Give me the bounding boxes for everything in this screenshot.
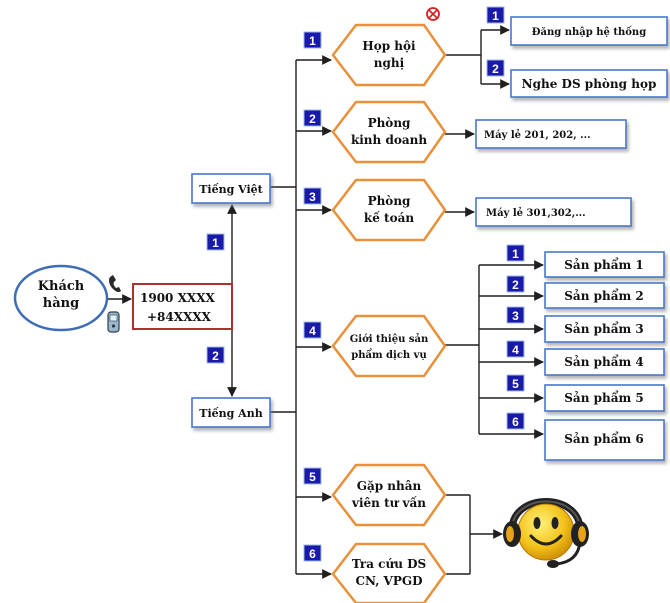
- svg-text:2: 2: [309, 112, 316, 126]
- menu-option-accounting: Phòng kế toán: [331, 178, 447, 242]
- svg-text:Đăng nhập hệ thống: Đăng nhập hệ thống: [532, 26, 646, 38]
- hotline-number-1: 1900 XXXX: [140, 291, 216, 305]
- svg-text:1: 1: [492, 9, 499, 23]
- svg-text:6: 6: [512, 415, 519, 429]
- svg-text:Máy lẻ 301,302,...: Máy lẻ 301,302,...: [486, 208, 586, 219]
- svg-text:Tra cứu DS: Tra cứu DS: [352, 557, 426, 571]
- svg-text:phẩm dịch vụ: phẩm dịch vụ: [351, 349, 427, 361]
- phone-icon: [109, 275, 121, 293]
- language-badge-1: 1: [206, 233, 225, 251]
- svg-text:kế toán: kế toán: [364, 210, 414, 225]
- svg-text:Sản phẩm 3: Sản phẩm 3: [564, 321, 643, 336]
- svg-text:Sản phẩm 6: Sản phẩm 6: [564, 431, 643, 446]
- svg-text:Gặp nhân: Gặp nhân: [357, 479, 422, 493]
- menu-badge-2: 2: [303, 109, 322, 127]
- svg-text:Nghe DS phòng họp: Nghe DS phòng họp: [522, 77, 657, 91]
- menu-option-branch-lookup: Tra cứu DS CN, VPGD: [331, 542, 447, 603]
- svg-text:1: 1: [309, 34, 316, 48]
- svg-text:kinh doanh: kinh doanh: [351, 133, 427, 147]
- menu-badge-5: 5: [303, 467, 322, 485]
- svg-text:viên tư vấn: viên tư vấn: [351, 495, 426, 510]
- product-1-box: Sản phẩm 1: [544, 251, 665, 278]
- svg-text:6: 6: [309, 547, 316, 561]
- svg-text:4: 4: [512, 343, 519, 357]
- svg-text:Phòng: Phòng: [368, 194, 411, 208]
- menu-badge-3: 3: [303, 187, 322, 205]
- svg-text:CN, VPGD: CN, VPGD: [355, 574, 422, 588]
- language-badge-2: 2: [206, 346, 225, 364]
- menu-option-meeting: Họp hội nghị: [331, 23, 447, 87]
- svg-text:2: 2: [492, 62, 499, 76]
- product-5-box: Sản phẩm 5: [544, 384, 665, 412]
- customer-label-line2: hàng: [43, 296, 79, 311]
- svg-text:Sản phẩm 1: Sản phẩm 1: [564, 257, 643, 272]
- menu-badges: 1 2 3 4 5 6: [303, 31, 322, 562]
- customer-node: Khách hàng: [13, 264, 109, 332]
- red-mark-icon: [426, 7, 440, 21]
- svg-text:5: 5: [309, 470, 316, 484]
- svg-text:Sản phẩm 4: Sản phẩm 4: [564, 354, 643, 369]
- meeting-option-2: 2 Nghe DS phòng họp: [486, 59, 668, 98]
- svg-text:1: 1: [212, 236, 219, 250]
- svg-text:2: 2: [512, 278, 519, 292]
- product-badge-5: 5: [506, 374, 525, 392]
- svg-text:nghị: nghị: [374, 56, 405, 70]
- language-english-label: Tiếng Anh: [199, 407, 262, 420]
- product-2-box: Sản phẩm 2: [544, 282, 665, 309]
- hotline-number-2: +84XXXX: [147, 310, 212, 324]
- svg-text:1: 1: [512, 247, 519, 261]
- product-badge-3: 3: [506, 306, 525, 324]
- menu-option-products: Giới thiệu sản phẩm dịch vụ: [331, 314, 447, 378]
- menu-badge-6: 6: [303, 544, 322, 562]
- accounting-extension-box: Máy lẻ 301,302,...: [475, 197, 632, 227]
- connector-lines: [107, 25, 544, 579]
- svg-text:5: 5: [512, 377, 519, 391]
- product-badge-4: 4: [506, 340, 525, 358]
- product-6-box: Sản phẩm 6: [544, 419, 665, 461]
- svg-text:4: 4: [309, 324, 316, 338]
- svg-text:Máy lẻ 201, 202, ...: Máy lẻ 201, 202, ...: [484, 130, 591, 141]
- sales-extension-box: Máy lẻ 201, 202, ...: [475, 119, 627, 149]
- svg-text:2: 2: [212, 349, 219, 363]
- product-3-box: Sản phẩm 3: [544, 315, 665, 343]
- product-badge-6: 6: [506, 412, 525, 430]
- svg-text:Sản phẩm 5: Sản phẩm 5: [564, 390, 643, 405]
- menu-badge-1: 1: [303, 31, 322, 49]
- menu-badge-4: 4: [303, 321, 322, 339]
- menu-option-sales: Phòng kinh doanh: [331, 100, 447, 164]
- meeting-option-1: 1 Đăng nhập hệ thống: [486, 6, 668, 46]
- language-english-box: Tiếng Anh: [191, 397, 271, 428]
- language-vietnamese-label: Tiếng Việt: [199, 183, 263, 196]
- mobile-phone-icon: [107, 311, 120, 333]
- svg-text:3: 3: [512, 309, 519, 323]
- product-4-box: Sản phẩm 4: [544, 348, 665, 376]
- svg-text:Phòng: Phòng: [368, 116, 411, 130]
- product-badge-2: 2: [506, 275, 525, 293]
- customer-label-line1: Khách: [38, 279, 85, 294]
- product-badge-1: 1: [506, 244, 525, 262]
- svg-text:Giới thiệu sản: Giới thiệu sản: [350, 334, 429, 345]
- svg-text:Sản phẩm 2: Sản phẩm 2: [564, 288, 643, 303]
- svg-text:Họp hội: Họp hội: [362, 39, 416, 53]
- language-vietnamese-box: Tiếng Việt: [191, 173, 271, 204]
- menu-option-consultant: Gặp nhân viên tư vấn: [331, 463, 447, 527]
- svg-text:3: 3: [309, 190, 316, 204]
- hotline-box: 1900 XXXX +84XXXX: [132, 283, 233, 330]
- product-badges: 1 2 3 4 5 6: [506, 244, 525, 430]
- operator-headset-icon: [503, 498, 589, 568]
